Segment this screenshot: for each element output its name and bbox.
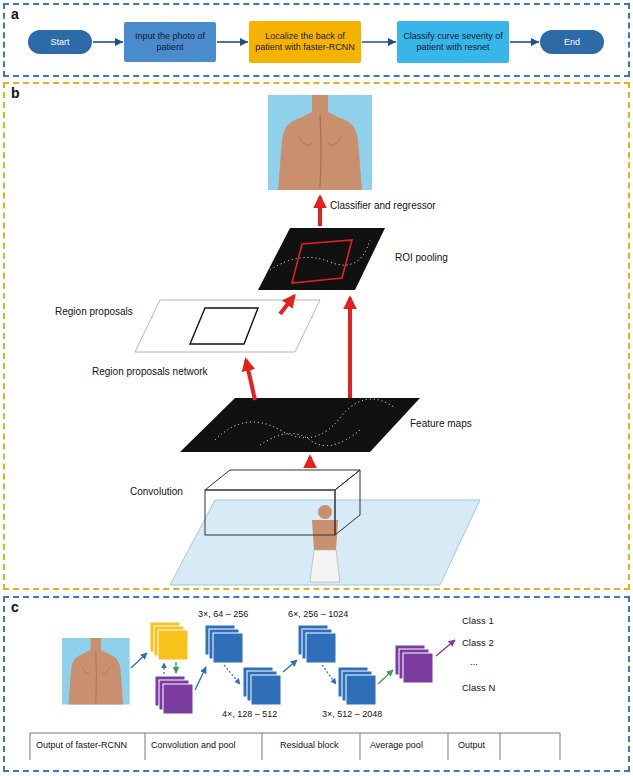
class-label: Class N — [462, 682, 495, 693]
panel-letter: b — [11, 85, 20, 101]
class-label: Class 2 — [462, 637, 494, 648]
table-rule — [30, 733, 560, 734]
layer-square — [251, 675, 281, 705]
terminal-pill: End — [540, 30, 604, 54]
flow-arrow — [224, 665, 240, 684]
stage-label: ROI pooling — [395, 252, 448, 264]
feature-trace — [260, 430, 360, 446]
layer-stack — [298, 625, 336, 663]
table-cell: Average pool — [370, 740, 423, 751]
red-arrow — [318, 197, 322, 226]
stage-label: Region proposals network — [92, 366, 208, 378]
flow-arrow — [510, 41, 539, 43]
feature-trace — [270, 240, 370, 270]
person-legs — [310, 550, 340, 582]
block-spec: 3×, 64 – 256 — [198, 609, 248, 620]
panel-frame: aStart Input the photo of patient Localize… — [3, 3, 630, 77]
process-box: Classify curve severity of patient with … — [397, 21, 509, 63]
layer-square — [213, 633, 243, 663]
stage-label: Convolution — [130, 486, 183, 498]
proposal-plane — [135, 300, 320, 352]
layer-stack — [155, 676, 193, 714]
table-divider — [560, 733, 561, 760]
layer-square — [346, 675, 376, 705]
class-label: Class 1 — [462, 615, 494, 626]
table-divider — [448, 733, 449, 760]
process-box: Input the photo of patient — [124, 22, 216, 62]
table-cell: Output of faster-RCNN — [36, 740, 127, 751]
block-spec: 3×, 512 – 2048 — [322, 709, 382, 720]
stage-label: Region proposals — [55, 306, 133, 318]
conv-box — [205, 490, 335, 535]
layer-stack — [205, 625, 243, 663]
flow-arrow — [322, 665, 336, 684]
roi-box — [292, 240, 352, 283]
back-photo — [268, 95, 372, 190]
table-divider — [500, 733, 501, 760]
feature-plane — [180, 398, 420, 452]
feature-trace — [215, 399, 395, 440]
table-cell: Output — [458, 740, 485, 751]
table-divider — [145, 733, 146, 760]
flow-arrow — [217, 41, 248, 43]
panel-letter: a — [11, 6, 19, 22]
stage-label: Classifier and regressor — [330, 200, 436, 212]
red-arrow — [348, 298, 352, 398]
box-text: End — [564, 37, 580, 48]
class-label: ... — [470, 656, 478, 667]
table-cell: Residual block — [280, 740, 339, 751]
layer-square — [163, 684, 193, 714]
process-box: Localize the back of patient with faster… — [249, 21, 361, 63]
terminal-pill: Start — [28, 30, 92, 54]
flow-arrow — [163, 663, 164, 674]
block-spec: 4×, 128 – 512 — [222, 709, 277, 720]
flow-arrow — [283, 660, 297, 672]
panel-frame: b — [3, 82, 630, 590]
layer-stack — [395, 645, 433, 683]
proposal-box — [190, 308, 258, 344]
flow-arrow — [175, 662, 176, 673]
block-spec: 6×, 256 – 1024 — [288, 609, 348, 620]
flow-arrow — [195, 667, 206, 690]
layer-stack — [150, 622, 188, 660]
table-divider — [262, 733, 263, 760]
flow-arrow — [436, 640, 455, 656]
red-arrow — [246, 360, 255, 400]
roi-plane — [258, 228, 385, 290]
panel-letter: c — [11, 599, 19, 615]
conv-box — [335, 470, 360, 535]
box-text: Start — [50, 37, 69, 48]
person-head — [318, 505, 332, 519]
back-photo — [62, 638, 130, 705]
box-text: Localize the back of patient with faster… — [254, 31, 356, 53]
flow-arrow — [378, 670, 393, 684]
table-divider — [360, 733, 361, 760]
input-photo-plane — [170, 500, 480, 585]
layer-square — [158, 630, 188, 660]
flow-arrow — [362, 41, 396, 43]
layer-square — [403, 653, 433, 683]
stage-label: Feature maps — [410, 418, 472, 430]
layer-square — [306, 633, 336, 663]
table-cell: Convolution and pool — [151, 740, 236, 751]
layer-stack — [243, 667, 281, 705]
box-text: Classify curve severity of patient with … — [402, 31, 504, 53]
flow-arrow — [131, 653, 147, 668]
box-text: Input the photo of patient — [129, 31, 211, 53]
conv-box — [205, 470, 360, 490]
table-divider — [30, 733, 31, 760]
red-arrow — [308, 457, 312, 468]
layer-stack — [338, 667, 376, 705]
red-arrow — [280, 296, 294, 314]
flow-arrow — [93, 41, 123, 43]
